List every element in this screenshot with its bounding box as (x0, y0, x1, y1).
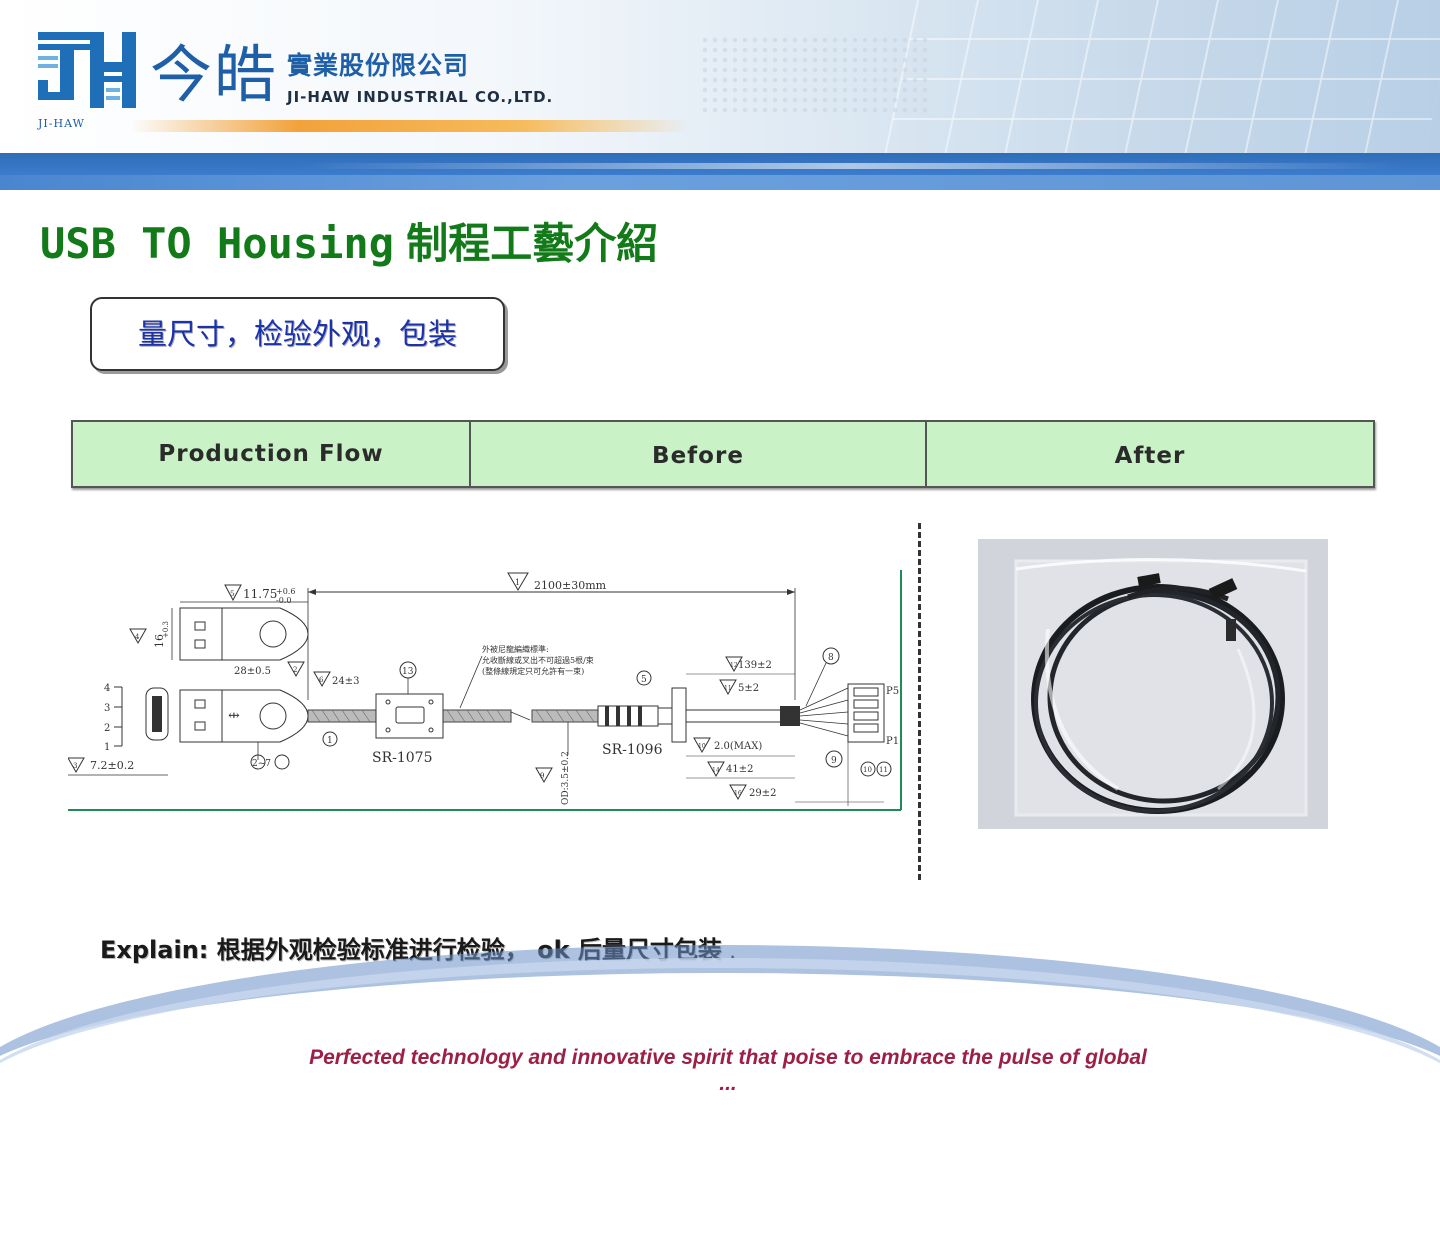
svg-text:2: 2 (293, 666, 297, 674)
callout-13: 13 (402, 667, 414, 677)
title-suffix: 制程工藝介紹 (406, 219, 659, 268)
label-sr-1096: SR-1096 (602, 742, 663, 758)
dim-29: 29±2 (749, 788, 776, 799)
callout-2-7: 2~7 (252, 759, 271, 769)
dim-5: 5±2 (738, 683, 759, 694)
dim-24: 24±3 (332, 676, 359, 687)
company-name-cn-suffix: 實業股份限公司 (287, 51, 470, 80)
header-dot-decoration (700, 35, 930, 115)
packaged-cable-photo (978, 539, 1328, 829)
company-name-cn: 今皓 (150, 38, 279, 111)
svg-text:10: 10 (698, 743, 706, 750)
callout-8: 8 (828, 653, 834, 663)
dim-139: 139±2 (738, 660, 772, 671)
svg-text:2: 2 (104, 723, 110, 734)
flow-table-header: Production Flow Before After (71, 420, 1375, 488)
company-logo-icon (38, 32, 136, 108)
label-sr-1075: SR-1075 (372, 750, 433, 766)
logo-swoosh (130, 120, 690, 132)
dim-28: 28±0.5 (234, 666, 271, 677)
label-p5: P5 (886, 686, 899, 697)
svg-text:+0.6: +0.6 (276, 587, 295, 596)
svg-text:3: 3 (73, 762, 77, 770)
footer-slogan-line2: ... (719, 1072, 737, 1095)
flow-col-production: Production Flow (73, 422, 471, 486)
dim-2-max: 2.0(MAX) (714, 741, 762, 752)
svg-text:4: 4 (135, 633, 140, 641)
process-step-badge: 量尺寸，检验外观，包装 (90, 297, 505, 371)
svg-text:6: 6 (319, 676, 324, 684)
note-line-2: 允收斷線或叉出不可超過5根/束 (482, 655, 594, 665)
dim-7-2: 7.2±0.2 (90, 759, 134, 772)
svg-text:11: 11 (724, 685, 732, 692)
tri-label: 1 (515, 578, 520, 587)
note-line-3: (整條線規定只可允許有一束) (482, 666, 584, 676)
callout-1: 1 (327, 736, 333, 746)
title-prefix: USB TO Housing (40, 219, 395, 268)
svg-text:-0.0: -0.0 (276, 596, 291, 605)
dim-41: 41±2 (726, 764, 753, 775)
header-band-highlight (300, 163, 1400, 169)
callout-11: 11 (879, 766, 888, 774)
dim-od: OD:3.5±0.2 (561, 751, 571, 805)
svg-text:⇹: ⇹ (228, 708, 240, 724)
header-light-band (0, 175, 1440, 190)
flow-col-after: After (1114, 443, 1186, 469)
explain-label: Explain: (100, 936, 209, 964)
footer-arc-highlight (0, 958, 1440, 1258)
dim-length: 2100±30mm (534, 579, 607, 592)
flow-col-before: Before (471, 422, 927, 486)
cable-technical-drawing: 1 2100±30mm 5 11.75 +0.6 -0.0 4 16 +0.3 … (68, 570, 902, 811)
svg-text:16: 16 (734, 790, 742, 797)
header-grid-decoration (882, 0, 1440, 160)
dim-11-75: 11.75 (243, 587, 277, 601)
callout-9: 9 (831, 756, 837, 766)
logo-subtitle: JI-HAW (38, 117, 85, 130)
page-title: USB TO Housing 制程工藝介紹 (40, 210, 658, 271)
label-p1: P1 (886, 736, 899, 747)
svg-text:+0.3: +0.3 (162, 621, 170, 638)
note-line-1: 外被尼龍編織標準: (482, 644, 549, 654)
svg-text:14: 14 (712, 767, 720, 774)
svg-text:16: 16 (153, 634, 166, 648)
callout-10: 10 (863, 766, 872, 774)
before-after-divider (918, 523, 921, 880)
page-header: JI-HAW 今皓 實業股份限公司 JI-HAW INDUSTRIAL CO.,… (0, 0, 1440, 190)
company-name-en: JI-HAW INDUSTRIAL CO.,LTD. (287, 88, 554, 106)
svg-text:5: 5 (230, 590, 234, 598)
callout-5: 5 (641, 675, 647, 685)
svg-text:12: 12 (730, 662, 738, 669)
svg-text:9: 9 (540, 772, 544, 780)
svg-text:3: 3 (104, 703, 110, 714)
svg-text:4: 4 (104, 683, 110, 694)
svg-text:1: 1 (104, 742, 110, 753)
footer-slogan: Perfected technology and innovative spir… (309, 1046, 1147, 1069)
